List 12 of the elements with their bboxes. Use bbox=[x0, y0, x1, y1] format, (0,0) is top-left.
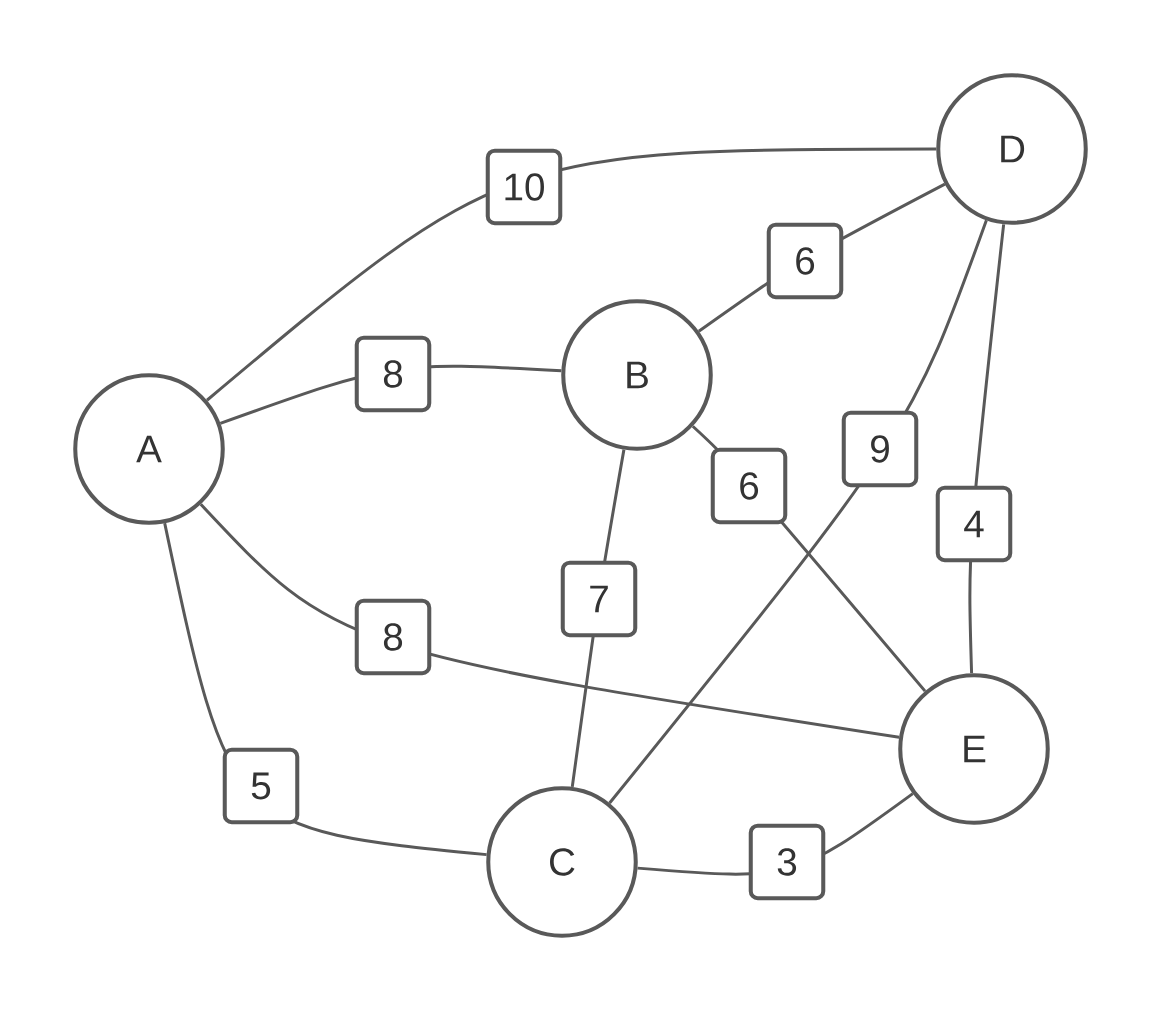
weight-label: 3 bbox=[748, 823, 826, 901]
edge-line bbox=[199, 503, 900, 739]
weight-label: 4 bbox=[935, 485, 1013, 563]
weight-label: 10 bbox=[485, 148, 563, 226]
weight-label: 6 bbox=[710, 447, 788, 525]
weight-label: 7 bbox=[560, 560, 638, 638]
weight-label: 5 bbox=[222, 747, 300, 825]
weight-label: 9 bbox=[841, 410, 919, 488]
weight-label: 8 bbox=[354, 598, 432, 676]
edge-line bbox=[206, 147, 937, 402]
weight-label: 6 bbox=[766, 222, 844, 300]
weight-label: 8 bbox=[354, 335, 432, 413]
